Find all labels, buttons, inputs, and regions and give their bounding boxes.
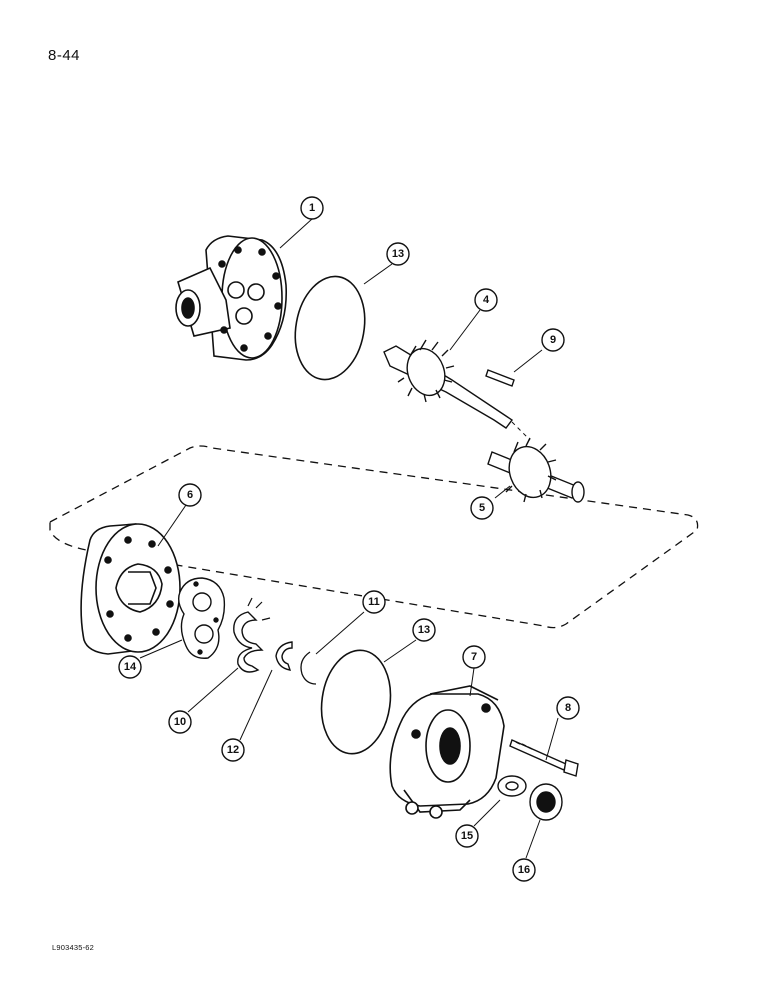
callout-label: 12: [227, 744, 239, 756]
bolt-part-8: [509, 739, 579, 777]
callout-1: 1: [300, 196, 324, 220]
driven-gear-part-5: [487, 437, 585, 503]
assembly-boundary-dashed: [49, 445, 699, 629]
callout-6: 6: [178, 483, 202, 507]
callout-label: 1: [309, 202, 315, 214]
seal-part-16: [529, 783, 563, 821]
callout-label: 10: [174, 716, 186, 728]
callout-label: 6: [187, 489, 193, 501]
callout-label: 15: [461, 830, 473, 842]
callout-label: 5: [479, 502, 485, 514]
gear-body-part-6: [80, 523, 181, 655]
callout-16: 16: [512, 858, 536, 882]
callout-8: 8: [556, 696, 580, 720]
callout-7: 7: [462, 645, 486, 669]
callout-label: 13: [392, 248, 404, 260]
cover-part-7: [389, 685, 505, 819]
callout-label: 14: [124, 661, 137, 673]
seal-part-10: [233, 611, 264, 673]
callout-4: 4: [474, 288, 498, 312]
callout-10: 10: [168, 710, 192, 734]
page-number: 8-44: [48, 47, 81, 64]
washer-part-15: [497, 775, 527, 797]
leader-lines: [139, 218, 559, 859]
figure-reference: L903435-62: [52, 943, 95, 952]
callout-label: 11: [368, 596, 380, 608]
drive-gear-part-4: [383, 339, 514, 429]
seal-part-11: [300, 651, 317, 685]
o-ring-part-13-lower: [320, 649, 392, 755]
o-ring-part-13-upper: [294, 275, 366, 381]
callout-12: 12: [221, 738, 245, 762]
backup-ring-part-12: [275, 641, 293, 671]
callout-13-upper: 13: [386, 242, 410, 266]
callout-13-lower: 13: [412, 618, 436, 642]
callout-5: 5: [470, 496, 494, 520]
callout-label: 16: [518, 864, 530, 876]
callout-label: 4: [483, 294, 490, 306]
callout-label: 9: [550, 334, 556, 346]
alignment-line-dashed: [511, 421, 531, 441]
gasket-part-14: [177, 577, 226, 659]
callout-label: 8: [565, 702, 571, 714]
housing-part-1: [175, 235, 288, 361]
callout-label: 7: [471, 651, 477, 663]
callout-14: 14: [118, 655, 142, 679]
key-part-9: [485, 369, 515, 387]
callout-15: 15: [455, 824, 479, 848]
callout-9: 9: [541, 328, 565, 352]
callout-label: 13: [418, 624, 430, 636]
callout-11: 11: [362, 590, 386, 614]
